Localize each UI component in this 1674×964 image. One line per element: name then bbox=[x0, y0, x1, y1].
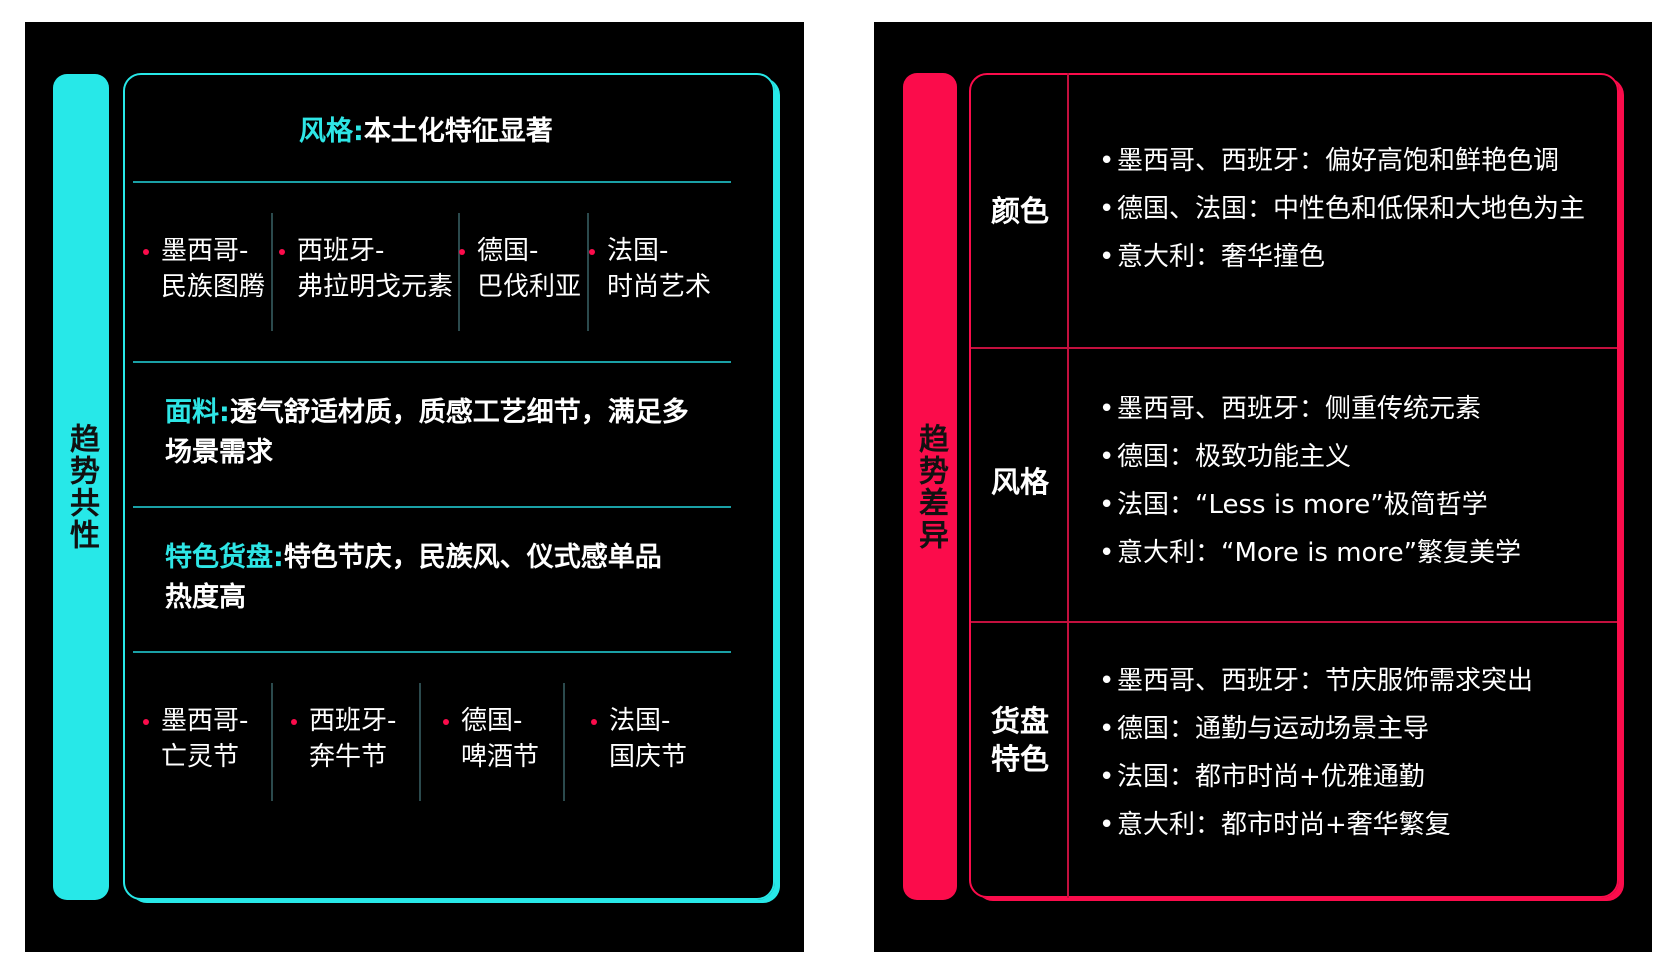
row-head-style: 风格 bbox=[991, 465, 1050, 499]
cell-divider bbox=[419, 683, 421, 801]
list-item: •法国：都市时尚+优雅通勤 bbox=[1099, 762, 1425, 792]
color-bullets: •墨西哥、西班牙：偏好高饱和鲜艳色调 •德国、法国：中性色和低保和大地色为主 •… bbox=[1099, 137, 1585, 281]
fabric-value: 透气舒适材质，质感工艺细节，满足多 bbox=[229, 397, 689, 428]
festival-item-france: 法国- 国庆节 bbox=[591, 703, 687, 775]
row-head-color: 颜色 bbox=[991, 194, 1050, 228]
divider bbox=[133, 506, 731, 508]
style-value: 本土化特征显著 bbox=[363, 116, 553, 147]
style-item-germany: 德国- 巴伐利亚 bbox=[459, 233, 581, 305]
difference-side-bar: 趋势差异 bbox=[903, 73, 957, 900]
list-item: •德国：极致功能主义 bbox=[1099, 442, 1352, 472]
divider bbox=[971, 621, 1617, 623]
goods-row: 特色货盘:特色节庆，民族风、仪式感单品 热度高 bbox=[165, 538, 662, 618]
trend-difference-panel: 趋势差异 颜色 •墨西哥、西班牙：偏好高饱和鲜艳色调 •德国、法国：中性色和低保… bbox=[874, 22, 1652, 952]
commonality-bar-label: 趋势共性 bbox=[64, 423, 99, 551]
divider bbox=[971, 347, 1617, 349]
style-row: 风格:本土化特征显著 bbox=[299, 112, 553, 152]
festival-item-mexico: 墨西哥- 亡灵节 bbox=[143, 703, 248, 775]
bullet-dot bbox=[459, 249, 465, 255]
style-item-spain: 西班牙- 弗拉明戈元素 bbox=[279, 233, 453, 305]
fabric-row: 面料:透气舒适材质，质感工艺细节，满足多 场景需求 bbox=[165, 393, 689, 473]
bullet-dot bbox=[589, 249, 595, 255]
list-item: •墨西哥、西班牙：侧重传统元素 bbox=[1099, 394, 1482, 424]
goods-bullets: •墨西哥、西班牙：节庆服饰需求突出 •德国：通勤与运动场景主导 •法国：都市时尚… bbox=[1099, 657, 1533, 849]
trend-commonality-panel: 趋势共性 风格:本土化特征显著 墨西哥- 民族图腾 西班牙- 弗拉明戈元素 德国… bbox=[25, 22, 804, 952]
cell-divider bbox=[458, 213, 460, 331]
bullet-dot bbox=[591, 719, 597, 725]
list-item: •墨西哥、西班牙：节庆服饰需求突出 bbox=[1099, 666, 1534, 696]
style-item-france: 法国- 时尚艺术 bbox=[589, 233, 711, 305]
festival-item-spain: 西班牙- 奔牛节 bbox=[291, 703, 396, 775]
goods-value: 特色节庆，民族风、仪式感单品 bbox=[283, 542, 662, 573]
commonality-side-bar: 趋势共性 bbox=[53, 74, 109, 900]
cell-divider bbox=[271, 683, 273, 801]
list-item: •意大利：都市时尚+奢华繁复 bbox=[1099, 810, 1451, 840]
goods-key: 特色货盘: bbox=[165, 542, 284, 573]
list-item: •墨西哥、西班牙：偏好高饱和鲜艳色调 bbox=[1099, 146, 1560, 176]
divider bbox=[133, 651, 731, 653]
bullet-dot bbox=[143, 719, 149, 725]
style-item-mexico: 墨西哥- 民族图腾 bbox=[143, 233, 265, 305]
cell-divider bbox=[587, 213, 589, 331]
difference-bar-label: 趋势差异 bbox=[913, 422, 948, 551]
style-bullets: •墨西哥、西班牙：侧重传统元素 •德国：极致功能主义 •法国：“Less is … bbox=[1099, 385, 1521, 577]
list-item: •法国：“Less is more”极简哲学 bbox=[1099, 490, 1488, 520]
commonality-frame: 风格:本土化特征显著 墨西哥- 民族图腾 西班牙- 弗拉明戈元素 德国- 巴伐利… bbox=[123, 73, 775, 900]
row-head-goods: 货盘 特色 bbox=[991, 704, 1050, 776]
fabric-key: 面料: bbox=[165, 397, 230, 428]
style-key: 风格: bbox=[299, 116, 364, 147]
divider bbox=[133, 181, 731, 183]
bullet-dot bbox=[143, 249, 149, 255]
goods-value-cont: 热度高 bbox=[165, 582, 246, 613]
list-item: •意大利：“More is more”繁复美学 bbox=[1099, 538, 1522, 568]
list-item: •德国、法国：中性色和低保和大地色为主 bbox=[1099, 194, 1586, 224]
fabric-value-cont: 场景需求 bbox=[165, 437, 273, 468]
bullet-dot bbox=[291, 719, 297, 725]
cell-divider bbox=[563, 683, 565, 801]
list-item: •意大利：奢华撞色 bbox=[1099, 242, 1326, 272]
festival-item-germany: 德国- 啤酒节 bbox=[443, 703, 539, 775]
difference-frame: 颜色 •墨西哥、西班牙：偏好高饱和鲜艳色调 •德国、法国：中性色和低保和大地色为… bbox=[969, 73, 1619, 898]
cell-divider bbox=[271, 213, 273, 331]
list-item: •德国：通勤与运动场景主导 bbox=[1099, 714, 1430, 744]
bullet-dot bbox=[279, 249, 285, 255]
divider bbox=[133, 361, 731, 363]
column-divider bbox=[1067, 73, 1069, 898]
bullet-dot bbox=[443, 719, 449, 725]
